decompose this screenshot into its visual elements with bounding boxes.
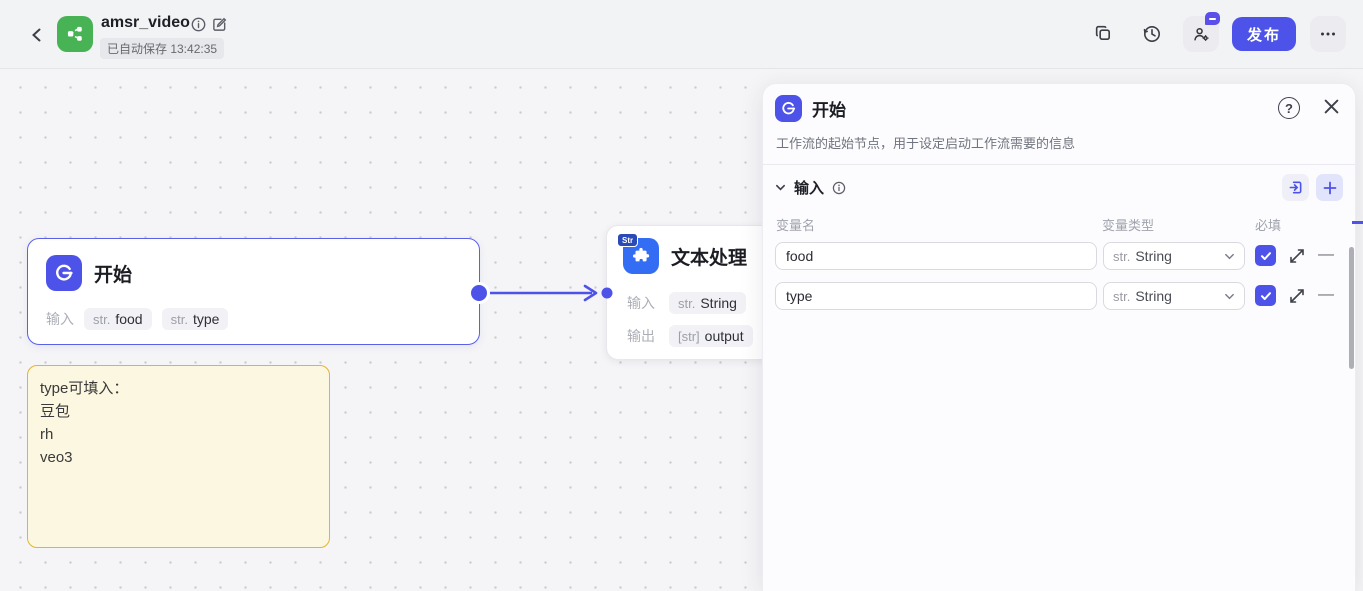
node-start[interactable]: 开始 输入 str. food str. type [27,238,480,345]
variable-name-input[interactable] [775,282,1097,310]
note-line: rh [40,426,54,443]
input-section-header[interactable]: 输入 [775,177,846,198]
input-label: 输入 [46,311,74,327]
input-section-title: 输入 [794,180,825,197]
node-text-output-row: 输出 [str] output [627,325,753,347]
close-icon[interactable] [1319,94,1343,118]
column-variable-name: 变量名 [776,218,816,233]
panel-scrollbar[interactable] [1349,247,1354,369]
param-pill-output: [str] output [669,325,753,347]
autosave-status: 已自动保存 13:42:35 [100,38,225,59]
variable-name-input[interactable] [775,242,1097,270]
add-variable-button[interactable] [1316,174,1343,201]
more-options-button[interactable] [1310,16,1346,52]
divider [763,164,1355,165]
node-text-header: Str 文本处理 [617,233,748,274]
publish-button[interactable]: 发布 [1232,17,1296,51]
note-line: type可填入： [40,380,129,397]
panel-header: 开始 [775,95,846,122]
remove-variable-button[interactable]: — [1318,286,1334,303]
chevron-down-icon [1225,253,1234,259]
text-input-port [601,287,613,299]
text-processing-icon: Str [617,233,659,274]
param-pill-type: str. type [161,308,229,330]
edit-title-icon[interactable] [212,17,227,37]
remove-variable-button[interactable]: — [1318,246,1334,263]
info-icon [832,181,846,194]
top-bar: amsr_video 已自动保存 13:42:35 发布 [0,0,1363,69]
required-checkbox[interactable] [1255,245,1276,266]
node-text-title: 文本处理 [671,247,748,269]
workflow-title: amsr_video [101,14,190,31]
panel-title: 开始 [812,101,846,120]
node-text-input-row: 输入 str. String [627,292,746,314]
workflow-logo-icon [57,16,93,52]
node-start-header: 开始 [46,255,132,291]
edge-start-to-text[interactable] [460,274,630,314]
info-icon[interactable] [191,17,206,37]
panel-start-icon [775,95,802,122]
note-line: veo3 [40,449,73,466]
variable-type-select[interactable]: str. String [1103,282,1245,310]
chevron-down-icon [776,184,785,191]
variable-type-select[interactable]: str. String [1103,242,1245,270]
expand-icon[interactable] [1289,248,1305,264]
chevron-down-icon [1225,293,1234,299]
sticky-note[interactable]: type可填入： 豆包 rh veo3 [27,365,330,548]
column-required: 必填 [1255,218,1282,233]
collaboration-badge [1205,12,1220,25]
duplicate-icon[interactable] [1094,24,1114,44]
start-output-port [468,282,490,304]
str-type-badge: Str [617,233,639,247]
param-pill-string: str. String [669,292,746,314]
node-start-inputs: 输入 str. food str. type [46,308,229,330]
edge-offscreen-segment [1352,221,1363,224]
import-json-button[interactable] [1282,174,1309,201]
back-button[interactable] [24,22,50,48]
param-pill-food: str. food [84,308,152,330]
history-icon[interactable] [1142,24,1162,44]
expand-icon[interactable] [1289,288,1305,304]
help-icon[interactable]: ? [1278,97,1300,119]
node-config-panel: 开始 ? 工作流的起始节点，用于设定启动工作流需要的信息 输入 变量名 变量类型… [762,83,1356,591]
node-start-title: 开始 [94,264,133,286]
note-line: 豆包 [40,403,71,420]
column-variable-type: 变量类型 [1102,218,1155,233]
start-node-icon [46,255,82,291]
panel-description: 工作流的起始节点，用于设定启动工作流需要的信息 [776,136,1076,151]
required-checkbox[interactable] [1255,285,1276,306]
